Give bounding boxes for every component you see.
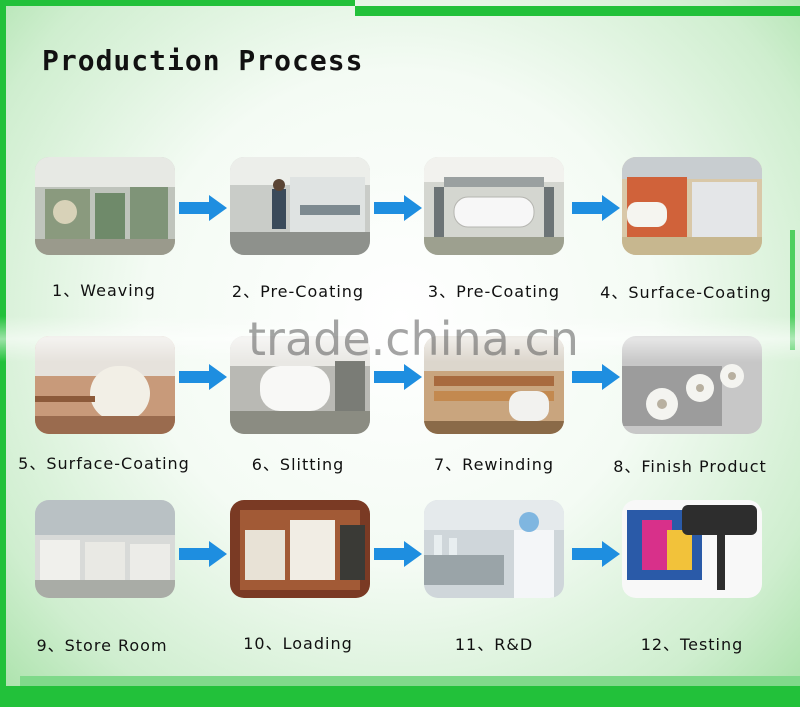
green-border-top-right [355,6,800,16]
arrow-right-icon [374,364,422,390]
step-1-photo [35,157,175,255]
step-9-photo [35,500,175,598]
green-border-bottom [0,686,800,707]
step-6-label: 6、Slitting [251,455,345,474]
step-3-photo [424,157,564,255]
green-border-bottom-inner [20,676,800,686]
arrow-right-icon [374,541,422,567]
arrow-right-icon [179,364,227,390]
step-4-photo [622,157,762,255]
watermark-text: trade.china.cn [248,312,579,366]
arrow-right-icon [374,195,422,221]
step-7-label: 7、Rewinding [434,455,554,474]
step-11-photo [424,500,564,598]
step-11-label: 11、R&D [454,635,534,654]
step-8-label: 8、Finish Product [613,457,767,476]
step-10-photo [230,500,370,598]
step-1-label: 1、Weaving [52,281,156,300]
green-border-right [790,230,795,350]
page-title: Production Process [42,44,364,77]
arrow-right-icon [179,541,227,567]
arrow-right-icon [572,195,620,221]
green-border-top-left [0,0,355,6]
step-12-photo [622,500,762,598]
watermark-band [0,316,800,362]
step-2-label: 2、Pre-Coating [231,282,365,301]
step-12-label: 12、Testing [640,635,744,654]
step-3-label: 3、Pre-Coating [427,282,561,301]
step-5-label: 5、Surface-Coating [18,454,190,473]
step-2-photo [230,157,370,255]
step-9-label: 9、Store Room [36,636,168,655]
step-4-label: 4、Surface-Coating [600,283,772,302]
arrow-right-icon [572,364,620,390]
arrow-right-icon [179,195,227,221]
arrow-right-icon [572,541,620,567]
step-10-label: 10、Loading [243,634,353,653]
